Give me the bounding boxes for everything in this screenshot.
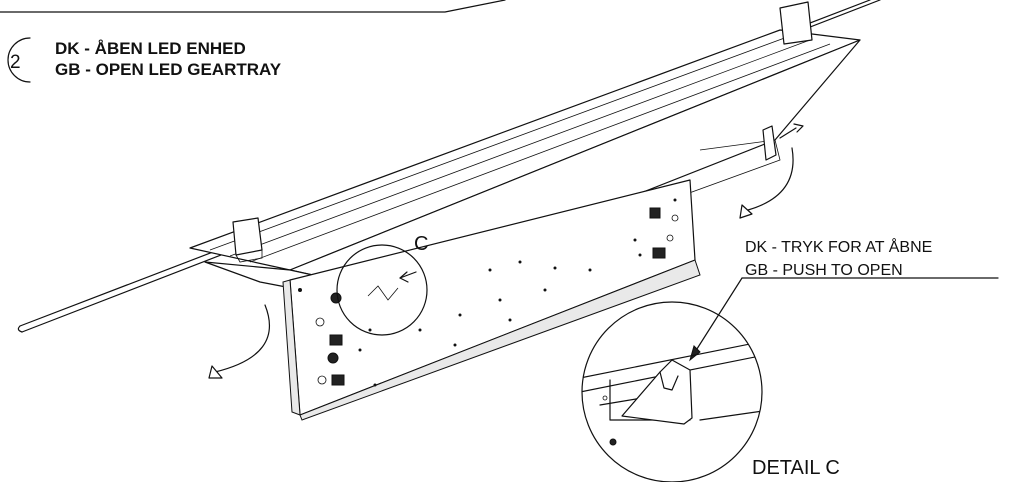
push-arrow — [779, 127, 797, 139]
led-geartray — [189, 1, 861, 421]
detail-caption: DETAIL C — [752, 457, 840, 479]
detail-callout-circle — [336, 244, 428, 336]
connector-4 — [331, 374, 345, 386]
rotation-arrows — [208, 123, 804, 379]
title-dk: DK - ÅBEN LED ENHED — [55, 39, 246, 58]
push-arrowhead — [793, 123, 804, 133]
detail-callout: C — [336, 233, 428, 336]
rotate-arrow-left — [214, 304, 270, 373]
frame-line — [0, 0, 506, 13]
title-gb: GB - OPEN LED GEARTRAY — [55, 60, 282, 79]
step-number: 2 — [10, 52, 21, 73]
arrowhead-left — [208, 365, 223, 379]
detail-latch-sketch — [367, 285, 399, 301]
arrowhead-right — [739, 204, 753, 219]
rotate-arrow-right — [747, 147, 794, 211]
push-instruction: DK - TRYK FOR AT ÅBNE GB - PUSH TO OPEN — [689, 237, 999, 362]
bracket-right — [779, 1, 813, 45]
instruction-dk: DK - TRYK FOR AT ÅBNE — [745, 237, 932, 256]
leader-arrowhead — [689, 345, 701, 362]
detail-callout-letter: C — [414, 233, 428, 255]
step-title: 2 DK - ÅBEN LED ENHED GB - OPEN LED GEAR… — [7, 37, 282, 83]
knob-2 — [327, 352, 339, 364]
detail-c-circle — [581, 301, 763, 482]
gear-plate-edge — [299, 259, 701, 421]
connector-1 — [649, 207, 661, 219]
push-latch — [762, 125, 777, 161]
connector-2 — [652, 247, 666, 259]
bracket-left — [232, 217, 263, 256]
step-number-bracket — [7, 37, 31, 83]
gear-plate-side — [282, 279, 301, 416]
knob-1 — [330, 292, 342, 304]
detail-latch — [621, 359, 693, 425]
instruction-gb: GB - PUSH TO OPEN — [745, 262, 903, 279]
connector-3 — [329, 334, 343, 346]
detail-c-view: DETAIL C — [581, 301, 840, 482]
